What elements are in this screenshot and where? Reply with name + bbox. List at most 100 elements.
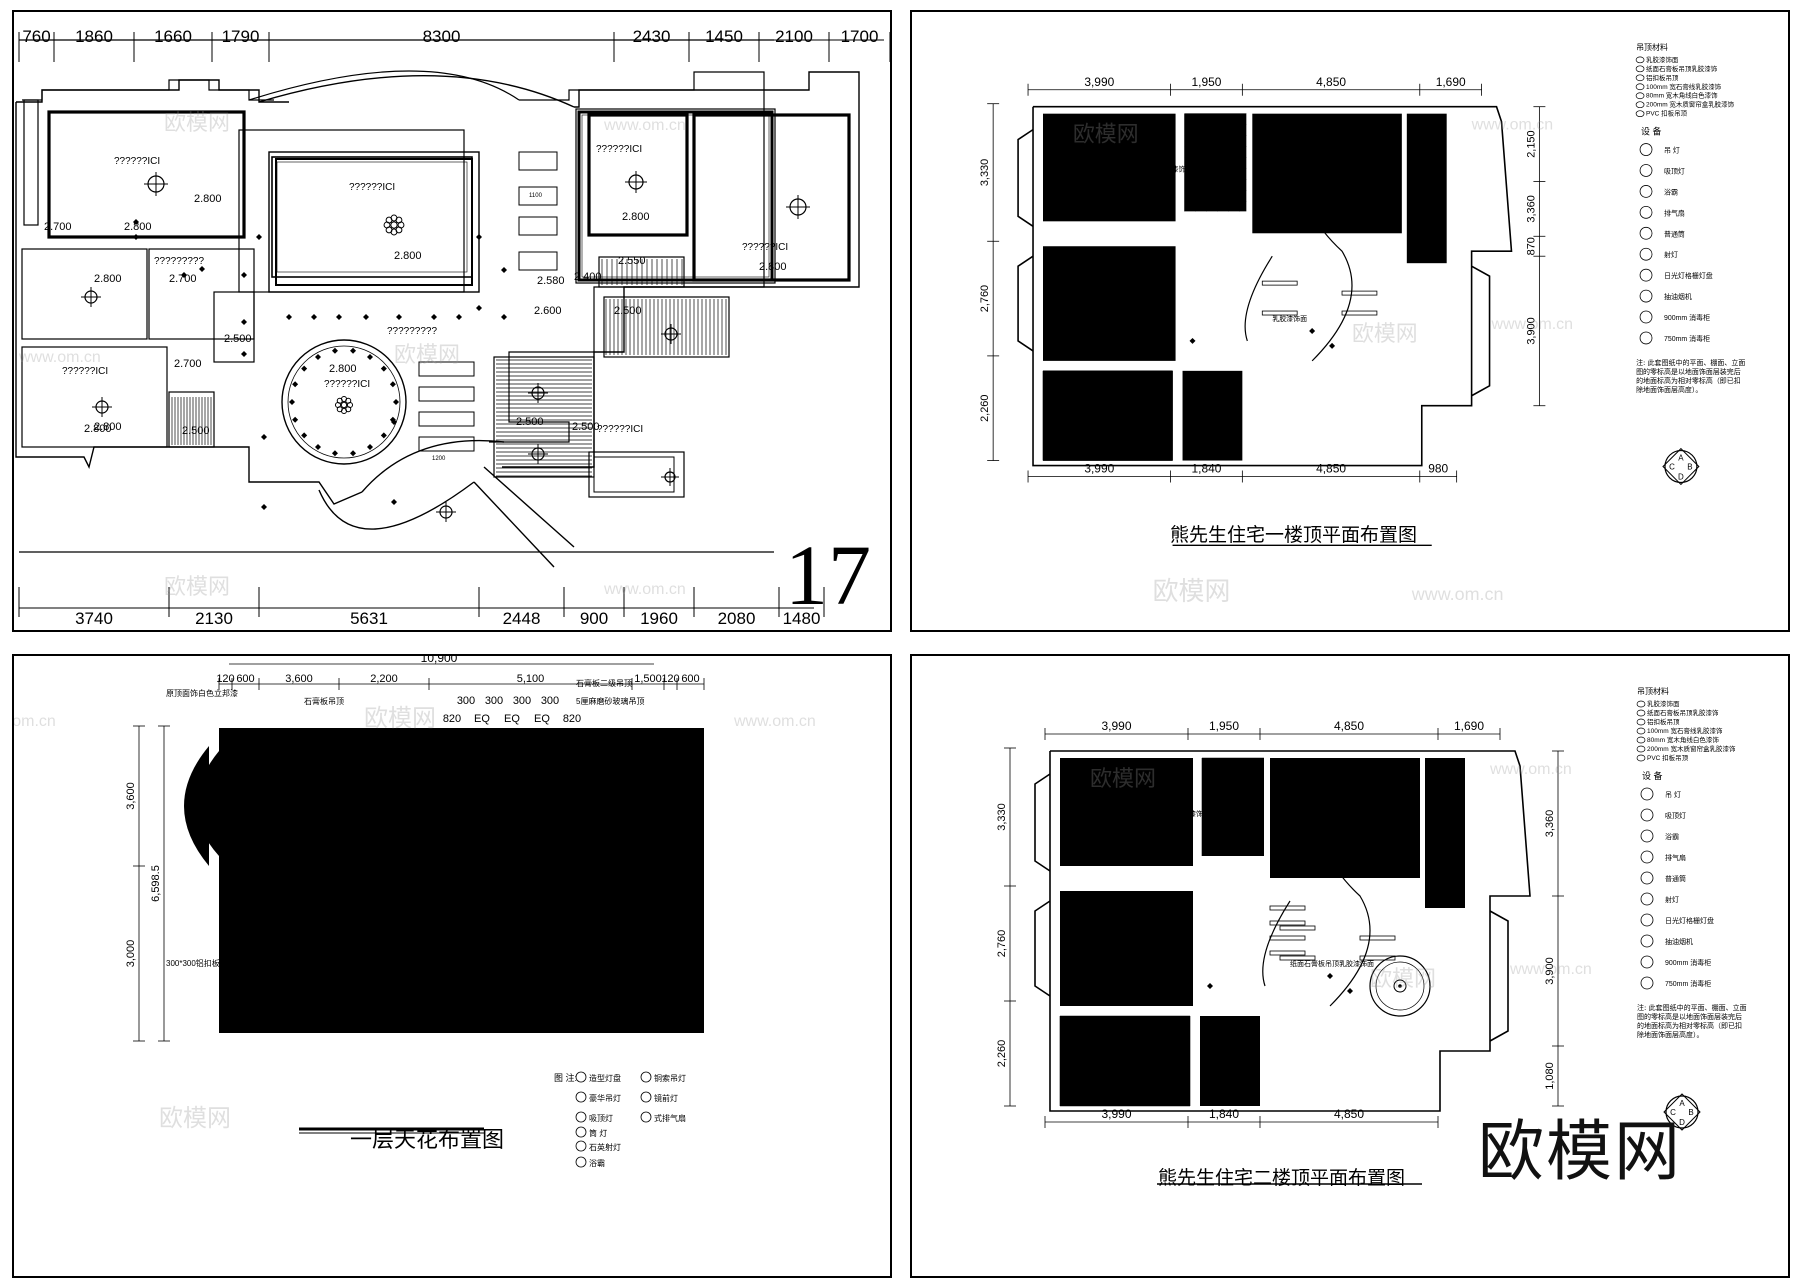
watermark: www.om.cn [1491,316,1573,333]
downlight-icon [363,314,369,320]
ceiling-annotation: 300*300铝扣板吊顶 [166,958,236,968]
dimension-label: 3,990 [1084,462,1114,476]
downlight-icon [367,353,373,360]
legend-symbol-icon [575,1140,587,1152]
cabinet-block [418,411,475,427]
legend-device: 吸顶灯 [1665,811,1686,820]
ceiling-height-label: 2.800 [194,193,222,205]
dimension-label: 900 [580,609,608,628]
ceiling-lamp-icon [1118,1059,1132,1073]
panel4-title: 熊先生住宅二楼顶平面布置图 [1158,1167,1406,1189]
room [1060,758,1193,866]
downlight-icon [286,314,292,320]
material-swatch-icon [1635,83,1645,91]
watermark: www.om.cn [733,713,816,730]
light-strip [1279,925,1316,931]
ceiling-height-label: 2.580 [537,275,565,287]
dimension-label: 2430 [633,27,671,46]
watermark: 欧模网 [1352,321,1418,346]
room-label: ??????ICI [114,156,160,167]
ceiling-height-label: 2.550 [618,255,646,267]
ceiling-lamp-icon [1393,979,1407,993]
device-symbol-icon [1639,143,1653,156]
dimension-label: 4,850 [1316,462,1346,476]
device-symbol-icon [1640,976,1654,990]
dimension-label: 4,850 [1334,719,1364,733]
dimension-label: 3,990 [1101,1107,1131,1121]
stair [1182,370,1243,461]
ceiling-light-icon [436,502,456,522]
watermark: www.om.cn [1489,761,1572,778]
dimension-label: EQ [504,713,520,725]
light-strip [1261,310,1298,316]
dimension-label: 2448 [503,609,541,628]
downlight-icon [367,444,373,451]
downlight-icon [1327,973,1333,979]
dimension-label: 870 [1525,237,1537,255]
light-strip [1359,935,1396,941]
device-symbol-icon [1640,913,1654,927]
kitchen [1060,1016,1190,1106]
dimension-label: 3740 [75,609,113,628]
room [234,741,334,836]
cabinet-block [418,386,475,402]
downlight-icon [261,434,267,440]
legend-device: 吊 灯 [1665,790,1681,799]
watermark: 欧模网 [1153,577,1231,606]
room [574,728,644,808]
downlight-icon [336,314,342,320]
downlight-icon [331,450,338,457]
downlight-icon [1189,337,1196,344]
room-note: 铝扣板吊顶 [1070,1069,1105,1078]
watermark: 欧模网 [1073,122,1139,147]
downlight-icon [351,868,357,874]
ceiling-height-label: 2.700 [44,221,72,233]
legend-device: 日光灯格栅灯盘 [1665,916,1714,925]
legend-material: 100mm 宽石膏线乳胶漆饰 [1647,726,1723,735]
dimension-label: 300 [457,695,475,707]
living-ceiling-inner [275,158,473,286]
dimension-label: 600 [681,673,699,685]
closet [1425,758,1465,908]
downlight-icon [501,267,507,273]
ceiling-height-label: 2.800 [329,363,357,375]
bay-window [1034,900,1051,997]
bay-window [1034,773,1051,872]
legend-note: 注: 此套图纸中的平面、棚面、立面图的零标高是以地面饰面层装完后的地面标高为相对… [1636,359,1745,394]
curved-wall [258,74,575,108]
room [588,451,685,498]
device-symbol-icon [1640,808,1654,822]
dimension-label: 1860 [75,27,113,46]
room-note: 乳胶漆饰面 [1285,804,1320,813]
ceiling-height-label: 2.600 [534,305,562,317]
ceiling-height-label: 2.700 [174,358,202,370]
light-strip [1269,920,1306,926]
ceiling-light-icon [92,397,112,417]
device-symbol-icon [1640,787,1654,801]
device-symbol-icon [1639,268,1653,282]
downlight-icon [199,266,205,272]
light-strip [1341,290,1378,296]
bay-window [1489,910,1509,1042]
legend-title: 吊顶材料 [1636,42,1668,52]
downlight-icon [292,416,299,423]
dimension-label: 760 [22,27,50,46]
legend-material: 80mm 宽木角线白色漆饰 [1646,91,1718,100]
room-label: ??????ICI [62,366,108,377]
downlight-icon [181,272,187,278]
light-box [355,755,402,769]
ceiling-annotation: 原顶面饰白色立邦漆 [614,864,686,874]
curved-wall [361,439,505,493]
compass-label: D [1678,472,1684,481]
downlight-icon [396,314,402,320]
material-swatch-icon [1635,74,1645,82]
dimension-label: 3,330 [996,803,1008,831]
curved-wall [1317,760,1371,1007]
legend-note-text: 注: 此套图纸中的平面、棚面、立面图的零标高是以地面饰面层装完后的地面标高为相对… [1637,1004,1747,1039]
watermark: 欧模网 [394,342,460,367]
